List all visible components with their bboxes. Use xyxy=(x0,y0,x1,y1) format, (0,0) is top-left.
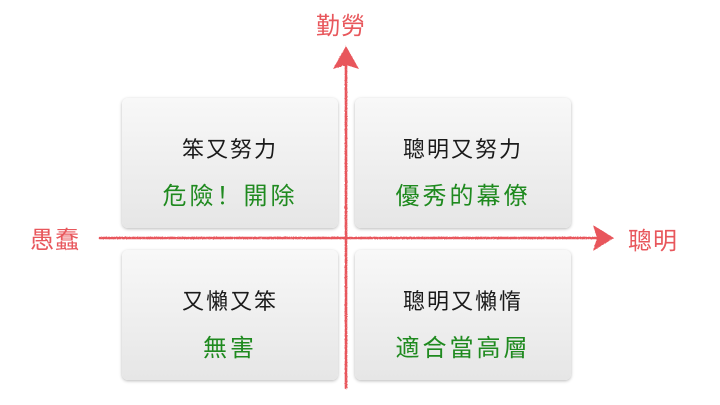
quadrant-top-left: 笨又努力 危險！開除 xyxy=(122,98,338,228)
quadrant-bottom-right: 聰明又懶惰 適合當高層 xyxy=(355,250,571,380)
quadrant-top-right: 聰明又努力 優秀的幕僚 xyxy=(355,98,571,228)
arrow-up-icon xyxy=(333,46,359,69)
quadrant-label: 聰明又努力 xyxy=(402,138,523,163)
quadrant-verdict: 危險！開除 xyxy=(162,182,298,210)
quadrant-label: 笨又努力 xyxy=(181,138,278,163)
axis-label-top: 勤勞 xyxy=(316,12,366,40)
quadrant-verdict: 優秀的幕僚 xyxy=(395,182,531,210)
quadrant-label: 又懶又笨 xyxy=(181,290,278,315)
axis-label-right: 聰明 xyxy=(628,227,678,255)
arrow-right-icon xyxy=(593,225,614,251)
quadrant-verdict: 適合當高層 xyxy=(395,334,531,362)
quadrant-verdict: 無害 xyxy=(203,334,257,362)
axis-label-left: 愚蠢 xyxy=(30,226,80,254)
quadrant-label: 聰明又懶惰 xyxy=(402,290,523,315)
quadrant-bottom-left: 又懶又笨 無害 xyxy=(122,250,338,380)
